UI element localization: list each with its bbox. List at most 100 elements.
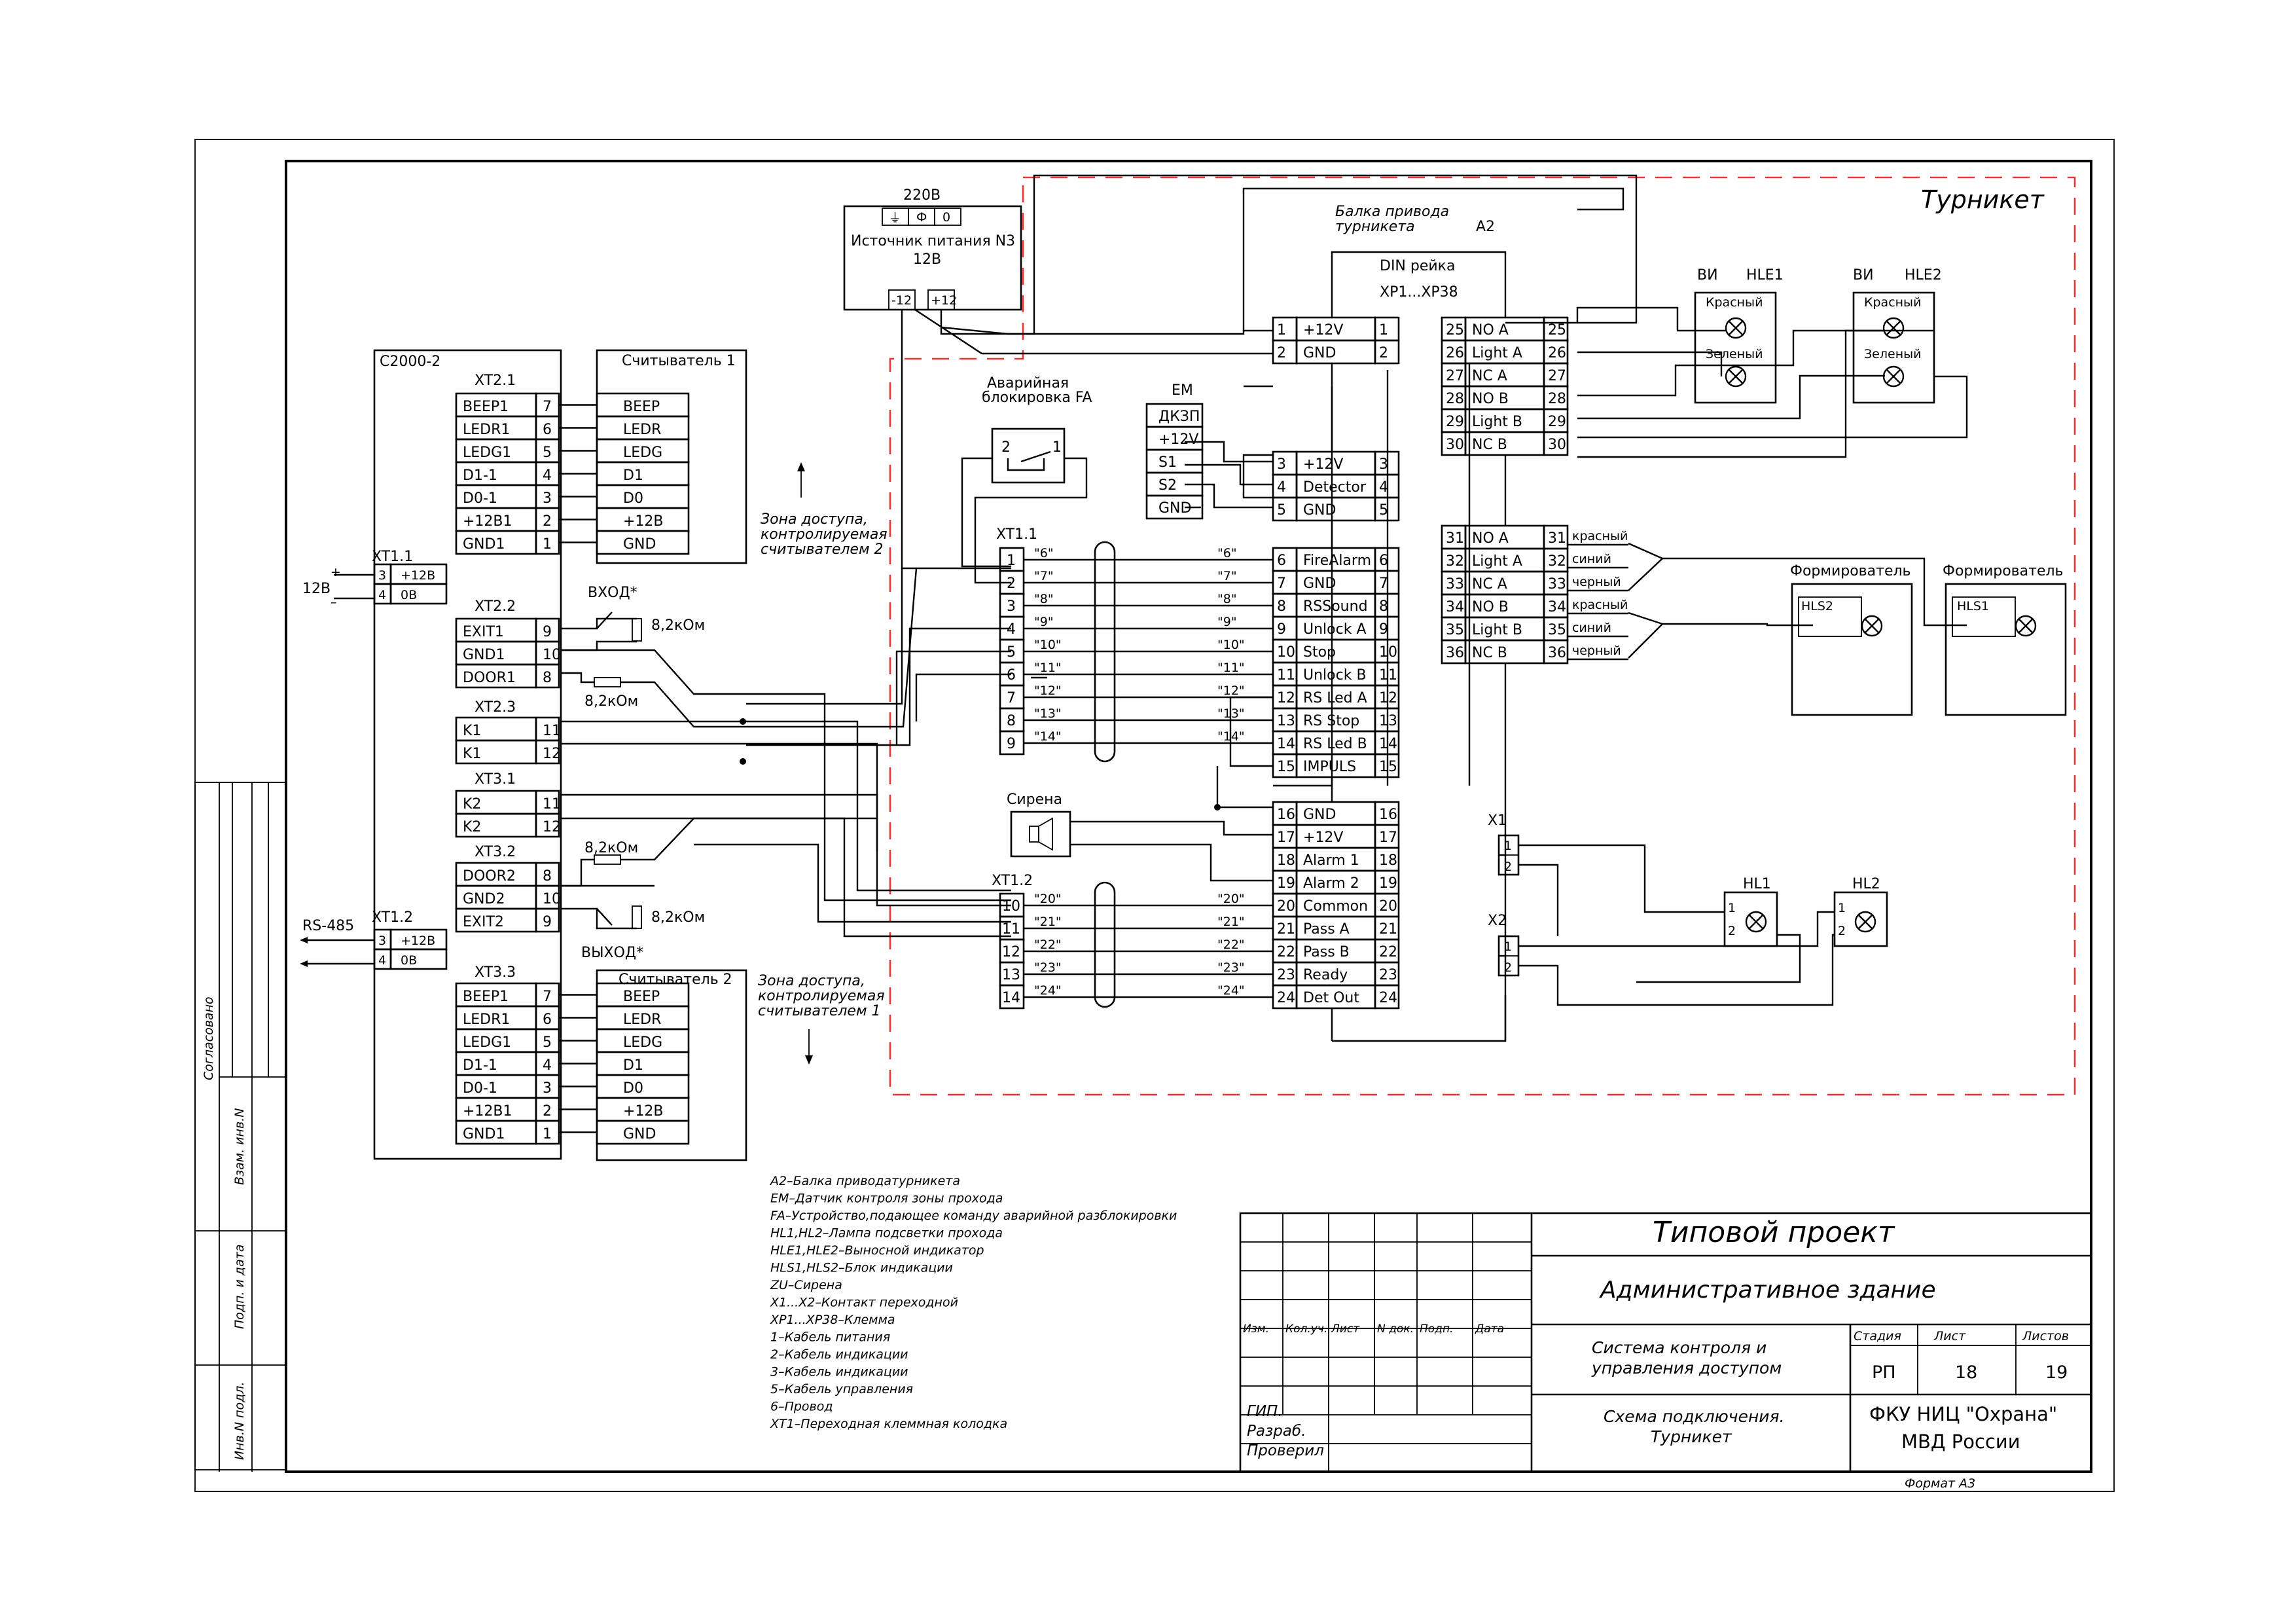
junction-dot (1214, 804, 1221, 811)
svg-text:Балка привода: Балка привода (1335, 204, 1449, 220)
din-relay2-pin-cell-right (1543, 639, 1569, 665)
din-lower-label: Common (1303, 898, 1368, 915)
em-row-label: +12V (1158, 431, 1198, 448)
xt2-1-row-label: LEDR1 (463, 422, 510, 438)
xt1-1-wire-mark-right: "8" (1217, 592, 1237, 606)
stamp-col-header: Подп. (1420, 1322, 1453, 1336)
stamp-col-header: N док. (1377, 1322, 1414, 1336)
svg-text:XT3.2: XT3.2 (475, 844, 516, 860)
k-row-pin-cell (535, 812, 560, 838)
svg-text:Источник питания N3: Источник питания N3 (851, 233, 1015, 249)
reader2-row-label: D1 (623, 1057, 643, 1074)
svg-text:18: 18 (1955, 1362, 1977, 1383)
svg-text:1: 1 (1728, 901, 1736, 915)
reader2-row-label: D0 (623, 1080, 643, 1097)
din-main-pin: 14 (1277, 736, 1295, 752)
din-lower-pin-right: 17 (1379, 830, 1397, 846)
din-main-pin: 6 (1277, 553, 1286, 569)
din-relay2-pin: 33 (1446, 576, 1464, 593)
svg-text:8,2кОм: 8,2кОм (584, 840, 638, 856)
reader1-row-label: LEDG (623, 445, 662, 461)
xt1-1-wire-mark: "8" (1034, 592, 1054, 606)
xt3-2-row-pin: 9 (543, 914, 552, 930)
svg-text:блокировка FA: блокировка FA (982, 390, 1092, 406)
xt1-2-wire-mark: "24" (1034, 983, 1062, 998)
legend-line: FA–Устройство,подающее команду аварийной… (770, 1209, 1177, 1223)
xt3-2-row-pin-cell (535, 907, 560, 933)
hle1-indicator: ВИ HLE1 Красный Зеленый (1694, 267, 1784, 404)
din-power-pin: 1 (1277, 322, 1286, 338)
em-row-label: S1 (1158, 454, 1177, 471)
xt1-1-block-pin: 7 (1007, 690, 1016, 706)
xt1-2-block-pin: 12 (1002, 944, 1020, 960)
legend-line: ZU–Сирена (770, 1278, 842, 1292)
din-main-label: Unlock A (1303, 621, 1367, 638)
svg-text:EM: EM (1172, 382, 1193, 399)
svg-text:Ф: Ф (916, 210, 927, 225)
xt1-1-block-pin: 1 (1007, 553, 1016, 569)
xt2-1-row-label: BEEP1 (463, 399, 509, 415)
din-detector-label: +12V (1303, 456, 1343, 473)
din-lower-pin-right: 23 (1379, 967, 1397, 983)
din-power-label: +12V (1303, 322, 1343, 338)
svg-text:HLE2: HLE2 (1905, 267, 1942, 283)
wire-color-label: черный (1572, 575, 1621, 589)
din-relay2-pin: 35 (1446, 622, 1464, 638)
junction-dot (740, 758, 746, 765)
din-main-pin-right: 6 (1379, 553, 1388, 569)
xt3-3-row-label: D0-1 (463, 1080, 497, 1097)
xt3-3-row-label: LEDR1 (463, 1012, 510, 1028)
xt1-transit-blocks: 1"6""6"2"7""7"3"8""8"4"9""9"5"10""10"6"1… (999, 546, 1273, 1010)
xt3-3-row-label: LEDG1 (463, 1034, 511, 1051)
zone-access-1-note: Зона доступа, контролируемая считывателе… (761, 462, 888, 558)
svg-text:Формирователь: Формирователь (1790, 563, 1911, 579)
svg-text:8,2кОм: 8,2кОм (584, 693, 638, 710)
svg-text:HLS1: HLS1 (1957, 599, 1989, 613)
svg-text:Турникет: Турникет (1651, 1427, 1732, 1446)
reader2-row-label: LEDR (623, 1012, 661, 1028)
k-row-pin-cell (535, 739, 560, 765)
legend-line: 6–Провод (770, 1400, 833, 1414)
din-relay2-pin: 32 (1446, 553, 1464, 570)
xt1-2-wire-mark-right: "21" (1217, 915, 1245, 929)
xt1-1-block-pin: 2 (1007, 575, 1016, 592)
din-relay1-pin: 28 (1446, 391, 1464, 407)
svg-text:контролируемая: контролируемая (758, 988, 885, 1004)
din-lower-pin: 19 (1277, 875, 1295, 892)
xt2-2-row-pin-cell (535, 663, 560, 689)
din-relay2-pin-right: 34 (1548, 599, 1566, 615)
din-relay2-pin-right: 32 (1548, 553, 1566, 570)
din-detector-pin: 5 (1277, 502, 1286, 519)
xt1-1-title: XT1.1 (996, 526, 1037, 543)
resistors: 8,2кОм 8,2кОм 8,2кОм 8,2кОм (584, 617, 705, 929)
hle2-indicator: ВИ HLE2 Красный Зеленый (1852, 267, 1942, 404)
xt3-2-row-pin: 8 (543, 868, 552, 884)
din-lower-pin: 18 (1277, 852, 1295, 869)
reader1-row-label: D0 (623, 490, 643, 507)
stamp-role: Проверил (1247, 1442, 1324, 1459)
xt1-1-wire-mark: "9" (1034, 615, 1054, 629)
xt1-2-wire-mark: "23" (1034, 960, 1062, 975)
xt1-1-wire-mark: "6" (1034, 546, 1054, 560)
din-lower-pin-cell-right (1374, 984, 1400, 1010)
cable-bundle (1094, 881, 1116, 1008)
din-lower-pin: 21 (1277, 921, 1295, 938)
xt3-2-row-label: EXIT2 (463, 914, 504, 930)
inner-frame (285, 160, 2092, 1473)
svg-text:МВД России: МВД России (1901, 1431, 2020, 1453)
stamp-col-header: Лист (1331, 1322, 1360, 1336)
xt3-3-row-pin: 4 (543, 1057, 552, 1074)
side-stamp: Согласовано Взам. инв.N Подп. и дата Инв… (194, 782, 286, 1472)
din-relay1-pin: 29 (1446, 414, 1464, 430)
svg-text:DIN рейка: DIN рейка (1380, 258, 1455, 274)
vhod-label: ВХОД* (588, 585, 637, 601)
din-main-label: RS Led A (1303, 690, 1367, 706)
din-power-pin: 2 (1277, 345, 1286, 361)
svg-text:Согласовано: Согласовано (202, 996, 216, 1080)
former-hls1: Формирователь HLS1 (1943, 563, 2067, 716)
din-relay2-pin-right: 35 (1548, 622, 1566, 638)
svg-text:Красный: Красный (1706, 295, 1763, 310)
legend-line: X1...X2–Контакт переходной (770, 1296, 958, 1310)
svg-text:19: 19 (2045, 1362, 2068, 1383)
